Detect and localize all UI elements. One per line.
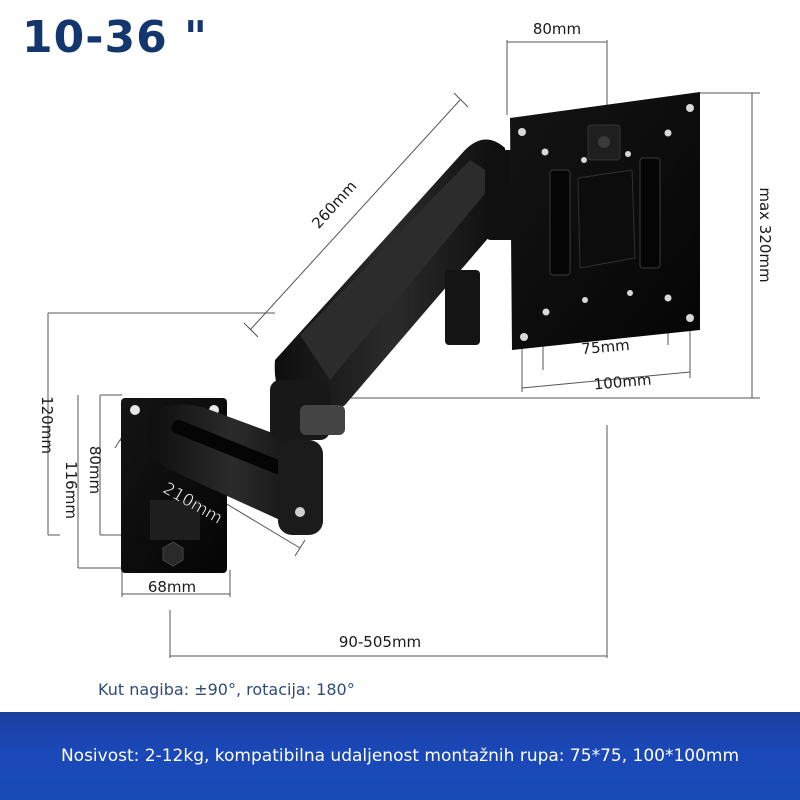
label-120mm: 120mm — [38, 396, 56, 454]
upper-arm — [270, 139, 525, 440]
vesa-plate — [510, 92, 700, 350]
label-75mm: 75mm — [581, 336, 631, 358]
label-260mm: 260mm — [308, 177, 360, 232]
spec-banner-text: Nosivost: 2-12kg, kompatibilna udaljenos… — [60, 746, 740, 766]
label-90-505mm: 90-505mm — [339, 633, 421, 651]
tilt-rotation-note: Kut nagiba: ±90°, rotacija: 180° — [98, 680, 355, 699]
label-100mm: 100mm — [593, 371, 652, 394]
label-80mm-top: 80mm — [533, 20, 581, 38]
label-80mm-left: 80mm — [86, 446, 104, 494]
size-range-title: 10-36 " — [22, 12, 208, 63]
label-116mm: 116mm — [62, 461, 80, 519]
label-max-320mm: max 320mm — [756, 187, 774, 282]
label-68mm: 68mm — [148, 578, 196, 596]
lower-arm — [147, 391, 323, 535]
spec-banner: Nosivost: 2-12kg, kompatibilna udaljenos… — [0, 712, 800, 800]
